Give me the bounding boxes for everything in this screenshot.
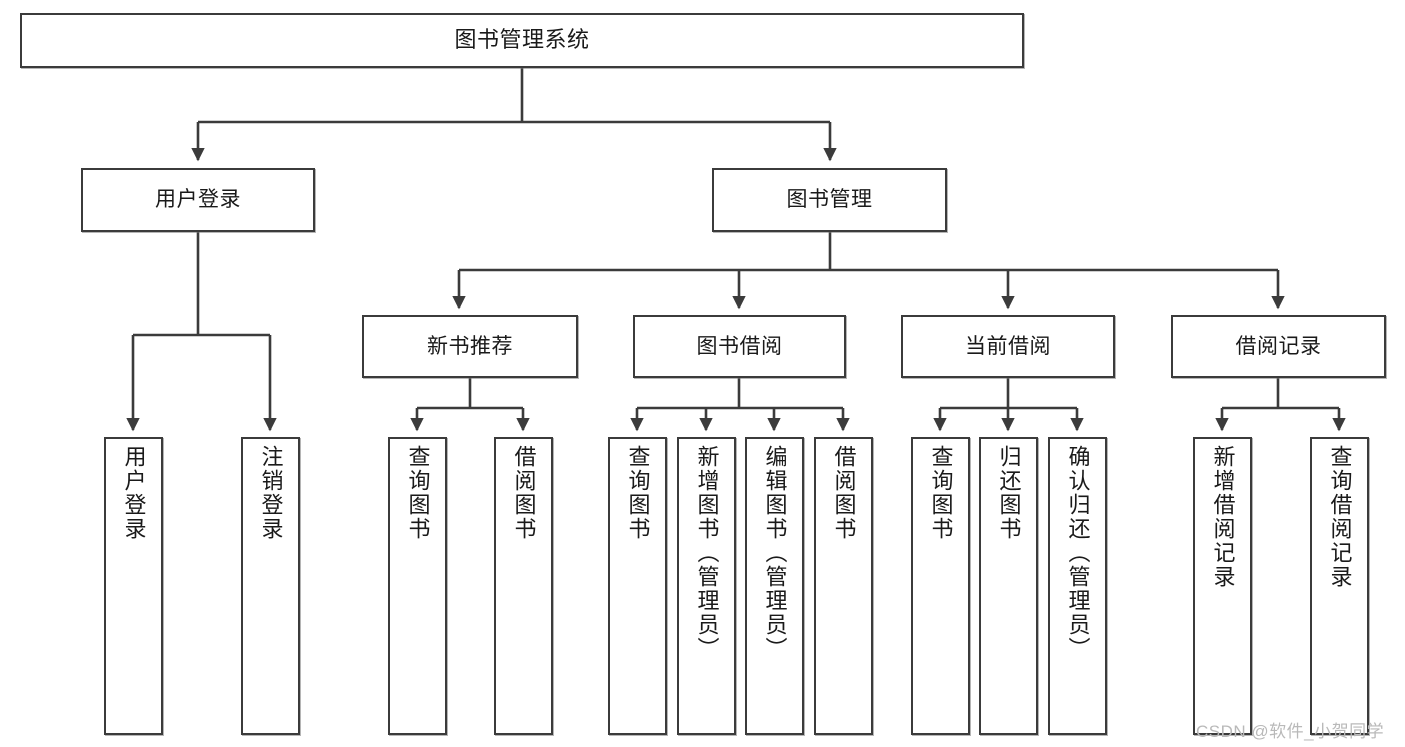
node-leaf-query-book-1[interactable]: 查询图书 bbox=[388, 437, 447, 735]
node-leaf-query-book-3[interactable]: 查询图书 bbox=[911, 437, 970, 735]
node-leaf-add-book[interactable]: 新增图书（管理员） bbox=[677, 437, 736, 735]
node-leaf-query-book-1-label: 查询图书 bbox=[405, 445, 431, 541]
node-leaf-borrow-book-2-label: 借阅图书 bbox=[831, 445, 857, 541]
node-user-login-label: 用户登录 bbox=[155, 188, 241, 212]
node-leaf-borrow-book-2[interactable]: 借阅图书 bbox=[814, 437, 873, 735]
node-leaf-borrow-book-1-label: 借阅图书 bbox=[511, 445, 537, 541]
node-book-manage-label: 图书管理 bbox=[786, 188, 873, 212]
node-user-login[interactable]: 用户登录 bbox=[81, 168, 315, 232]
watermark-text: CSDN @软件_小贺同学 bbox=[1196, 722, 1385, 741]
node-leaf-edit-book[interactable]: 编辑图书（管理员） bbox=[745, 437, 804, 735]
node-current-borrow-label: 当前借阅 bbox=[965, 334, 1051, 358]
node-new-book-recommend-label: 新书推荐 bbox=[427, 334, 513, 358]
node-leaf-confirm-return[interactable]: 确认归还（管理员） bbox=[1048, 437, 1107, 735]
node-borrow-record[interactable]: 借阅记录 bbox=[1171, 315, 1386, 378]
node-leaf-query-book-3-label: 查询图书 bbox=[928, 445, 954, 541]
node-leaf-user-login[interactable]: 用户登录 bbox=[104, 437, 163, 735]
node-root[interactable]: 图书管理系统 bbox=[20, 13, 1024, 68]
node-leaf-user-logout-label: 注销登录 bbox=[258, 445, 284, 541]
node-leaf-return-book[interactable]: 归还图书 bbox=[979, 437, 1038, 735]
node-book-borrow[interactable]: 图书借阅 bbox=[633, 315, 846, 378]
node-leaf-edit-book-label: 编辑图书（管理员） bbox=[762, 445, 788, 661]
node-new-book-recommend[interactable]: 新书推荐 bbox=[362, 315, 578, 378]
node-leaf-borrow-book-1[interactable]: 借阅图书 bbox=[494, 437, 553, 735]
node-leaf-user-logout[interactable]: 注销登录 bbox=[241, 437, 300, 735]
node-leaf-return-book-label: 归还图书 bbox=[996, 445, 1022, 541]
node-leaf-add-record[interactable]: 新增借阅记录 bbox=[1193, 437, 1252, 735]
node-leaf-query-book-2[interactable]: 查询图书 bbox=[608, 437, 667, 735]
node-leaf-query-record[interactable]: 查询借阅记录 bbox=[1310, 437, 1369, 735]
node-book-borrow-label: 图书借阅 bbox=[696, 334, 783, 358]
node-leaf-user-login-label: 用户登录 bbox=[121, 445, 147, 541]
node-book-manage[interactable]: 图书管理 bbox=[712, 168, 947, 232]
node-root-label: 图书管理系统 bbox=[454, 27, 590, 53]
node-current-borrow[interactable]: 当前借阅 bbox=[901, 315, 1115, 378]
node-leaf-query-book-2-label: 查询图书 bbox=[625, 445, 651, 541]
node-leaf-query-record-label: 查询借阅记录 bbox=[1327, 445, 1353, 589]
node-leaf-add-record-label: 新增借阅记录 bbox=[1210, 445, 1236, 589]
node-leaf-add-book-label: 新增图书（管理员） bbox=[694, 445, 720, 661]
node-leaf-confirm-return-label: 确认归还（管理员） bbox=[1065, 445, 1091, 661]
node-borrow-record-label: 借阅记录 bbox=[1235, 334, 1322, 358]
